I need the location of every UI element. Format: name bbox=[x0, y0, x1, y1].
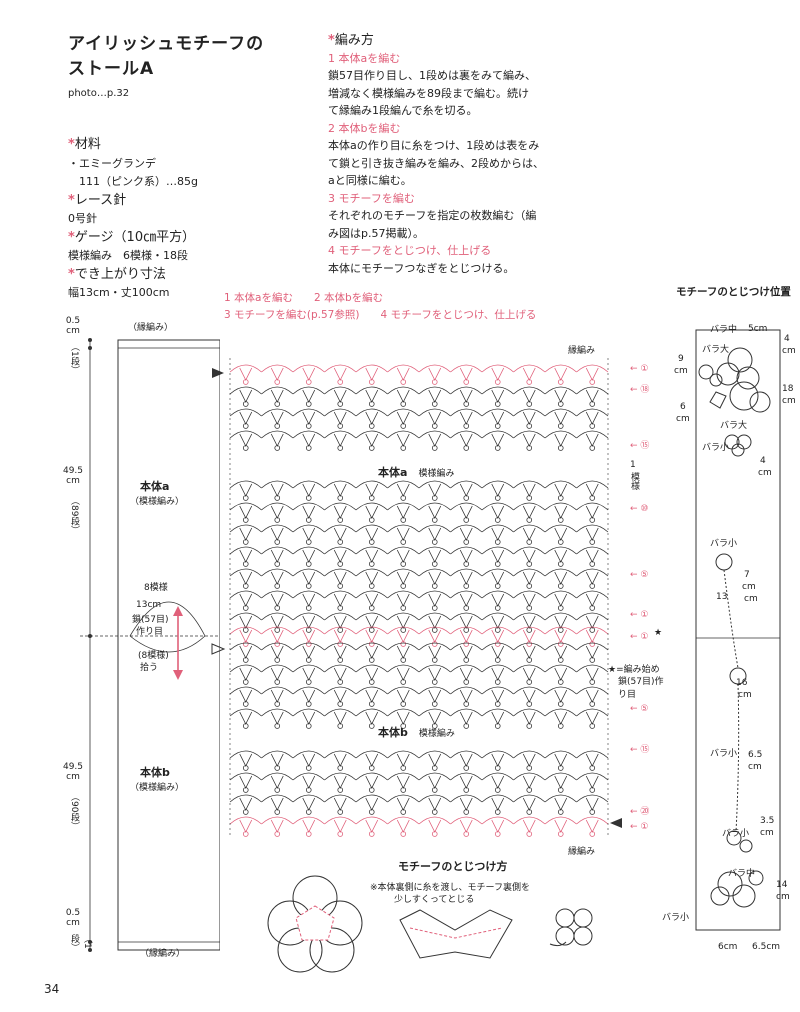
schematic-body-b: 本体b bbox=[140, 766, 170, 779]
chart-drawing bbox=[211, 358, 622, 838]
row-label: ← ① bbox=[630, 364, 649, 374]
placement-diagram bbox=[695, 329, 781, 931]
row-label: ← ⑮ bbox=[630, 745, 650, 755]
row-label: ← ⑩ bbox=[630, 504, 649, 514]
stole-schematic: （縁編み） 0.5 cm （1段） 49.5 cm （89段） 本体a （模様編… bbox=[40, 316, 220, 959]
dim-top: 0.5 cm bbox=[65, 316, 81, 336]
row-label: ← ① bbox=[630, 610, 649, 620]
dim-body-b: 49.5 cm bbox=[62, 762, 84, 782]
schematic-bottom-edge: （縁編み） bbox=[140, 949, 186, 959]
dim-body-a: 49.5 cm bbox=[62, 466, 84, 486]
row-label: ← ⑮ bbox=[630, 441, 650, 451]
instructions-block: *編み方 1 本体aを編む 鎖57目作り目し、1段めは裏をみて編み、 増減なく模… bbox=[328, 33, 544, 275]
chart-edge-top: 縁編み bbox=[568, 346, 596, 356]
dim-bottom: 0.5 cm bbox=[65, 908, 81, 928]
chart-body-b-label: 本体b 模様編み bbox=[378, 726, 455, 739]
materials-block: *材料 ・エミーグランデ 111（ピンク系）…85g *レース針 0号針 *ゲー… bbox=[68, 137, 198, 299]
crochet-chart: 縁編み 本体a 模様編み 本体b 模様編み 1 模様 ★=編み始め 鎖(57目)… bbox=[210, 338, 670, 858]
steps-legend: 1 本体aを編む 2 本体bを編む 3 モチーフを編む(p.57参照) 4 モチ… bbox=[224, 292, 537, 321]
motif-placement: モチーフのとじつけ位置 バラ中 5cm 4 cm バラ大 9 cm 18 cm … bbox=[640, 284, 800, 964]
joining-diagram bbox=[267, 875, 593, 973]
row-label: ← ⑤ bbox=[630, 704, 649, 714]
row-label: ← ⑤ bbox=[630, 570, 649, 580]
pattern-title: アイリッシュモチーフの ストールA bbox=[68, 34, 265, 79]
row-label: ← ⑳ bbox=[630, 807, 650, 817]
page-number: 34 bbox=[44, 982, 60, 996]
joining-method: モチーフのとじつけ方 ※本体裏側に糸を渡し、モチーフ裏側を 少しすくってとじる bbox=[250, 858, 600, 978]
row-label: ← ⑱ bbox=[630, 385, 650, 395]
row-label: ← ① bbox=[630, 822, 649, 832]
schematic-top-edge: （縁編み） bbox=[128, 323, 174, 333]
schematic-body-a: 本体a bbox=[140, 480, 170, 493]
photo-reference: photo…p.32 bbox=[68, 88, 130, 99]
chart-body-a-label: 本体a 模様編み bbox=[378, 466, 455, 479]
schematic-outline bbox=[80, 338, 220, 952]
chart-edge-bottom: 縁編み bbox=[568, 847, 596, 857]
row-label: ← ① bbox=[630, 632, 649, 642]
